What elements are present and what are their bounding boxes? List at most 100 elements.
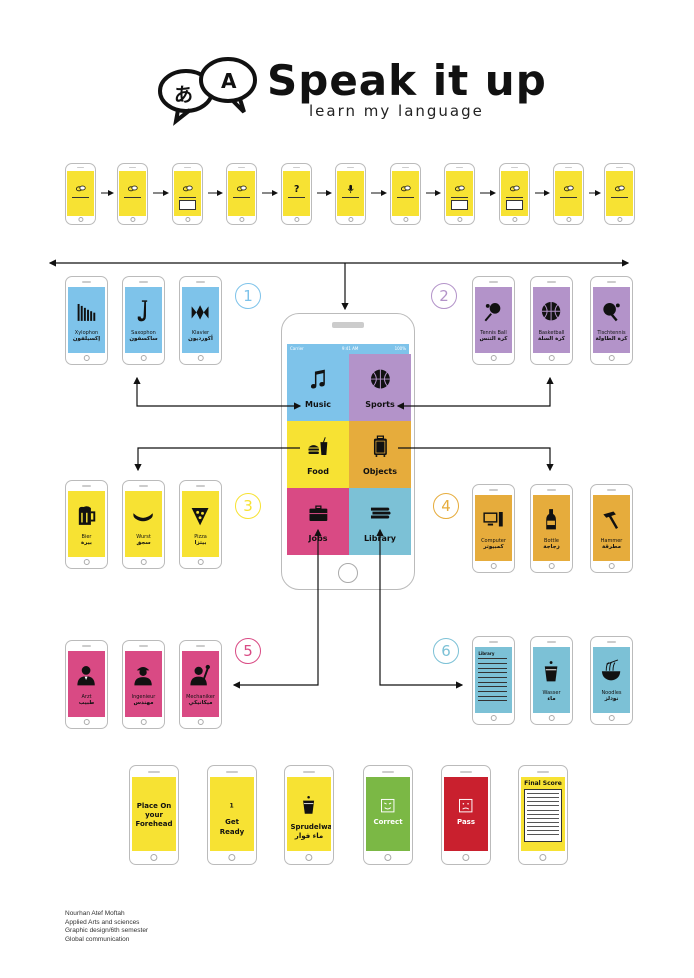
home-button[interactable]: [77, 217, 84, 223]
home-button[interactable]: [490, 562, 497, 570]
item-label-en: Basketball: [538, 330, 565, 337]
flow-screen-6[interactable]: [335, 163, 366, 225]
home-button[interactable]: [83, 718, 90, 726]
phone-speaker: [332, 322, 364, 328]
game-screen-6[interactable]: Final Score: [518, 765, 568, 865]
category-sports[interactable]: Sports: [349, 354, 411, 421]
category-jobs[interactable]: Jobs: [287, 488, 349, 555]
item-screen-library[interactable]: Library: [472, 636, 515, 725]
screen-text-lines: [233, 197, 250, 199]
home-button[interactable]: [608, 354, 615, 362]
home-button[interactable]: [616, 217, 623, 223]
home-button[interactable]: [197, 718, 204, 726]
screen-text-lines: [124, 197, 141, 199]
game-screen-1[interactable]: Place On your Forehead: [129, 765, 179, 865]
home-button[interactable]: [548, 354, 555, 362]
home-button[interactable]: [83, 558, 90, 566]
home-button[interactable]: [140, 354, 147, 362]
category-label: Objects: [362, 466, 398, 476]
flow-screen-7[interactable]: [390, 163, 421, 225]
home-button[interactable]: [197, 558, 204, 566]
home-button[interactable]: [490, 354, 497, 362]
flow-screen-4[interactable]: [226, 163, 257, 225]
home-button[interactable]: [608, 562, 615, 570]
home-button[interactable]: [608, 714, 615, 722]
item-label-ar: بيرة: [81, 540, 92, 547]
flow-screen-2[interactable]: [117, 163, 148, 225]
home-button[interactable]: [228, 853, 236, 862]
category-objects[interactable]: Objects: [349, 421, 411, 488]
flow-screen-3[interactable]: [172, 163, 203, 225]
home-button[interactable]: [140, 718, 147, 726]
game-screen-4[interactable]: Correct: [363, 765, 413, 865]
flow-screen-9[interactable]: [499, 163, 530, 225]
flow-screen-10[interactable]: [553, 163, 584, 225]
home-button[interactable]: [305, 853, 313, 862]
mini-list-card: [450, 199, 469, 210]
home-button[interactable]: [83, 354, 90, 362]
home-button[interactable]: [197, 354, 204, 362]
home-button[interactable]: [238, 217, 245, 223]
home-button[interactable]: [184, 217, 191, 223]
item-label-ar: إكسيلفون: [72, 336, 101, 343]
home-button[interactable]: [565, 217, 572, 223]
home-button[interactable]: [456, 217, 463, 223]
group-number-2: 2: [431, 283, 457, 309]
home-button[interactable]: [347, 217, 354, 223]
phone-screen: [446, 170, 473, 217]
home-button[interactable]: [129, 217, 136, 223]
item-label-en: Tischtennis: [597, 330, 626, 337]
home-button[interactable]: [293, 217, 300, 223]
home-button[interactable]: [511, 217, 518, 223]
category-food[interactable]: Food: [287, 421, 349, 488]
home-button[interactable]: [402, 217, 409, 223]
flow-screen-8[interactable]: [444, 163, 475, 225]
category-library[interactable]: Library: [349, 488, 411, 555]
game-screen-5[interactable]: Pass: [441, 765, 491, 865]
game-screen-3[interactable]: Sprudelwasserماء فوار: [284, 765, 334, 865]
home-button[interactable]: [548, 562, 555, 570]
home-button[interactable]: [150, 853, 158, 862]
category-music[interactable]: Music: [287, 354, 349, 421]
home-button[interactable]: [384, 853, 392, 862]
list-row-line: [478, 681, 508, 683]
credit-school: Applied Arts and sciences: [65, 918, 140, 926]
list-row-line: [478, 667, 508, 669]
home-button[interactable]: [140, 558, 147, 566]
flow-screen-11[interactable]: [604, 163, 635, 225]
screen-text-lines: [611, 197, 628, 199]
home-button[interactable]: [462, 853, 470, 862]
flow-screen-5[interactable]: ?: [281, 163, 312, 225]
home-button[interactable]: [490, 714, 497, 722]
home-button[interactable]: [539, 853, 547, 862]
pizza-slice-icon: [188, 502, 212, 528]
svg-text:?: ?: [294, 184, 299, 195]
flow-screen-1[interactable]: [65, 163, 96, 225]
home-button[interactable]: [338, 563, 358, 583]
home-button[interactable]: [548, 714, 555, 722]
